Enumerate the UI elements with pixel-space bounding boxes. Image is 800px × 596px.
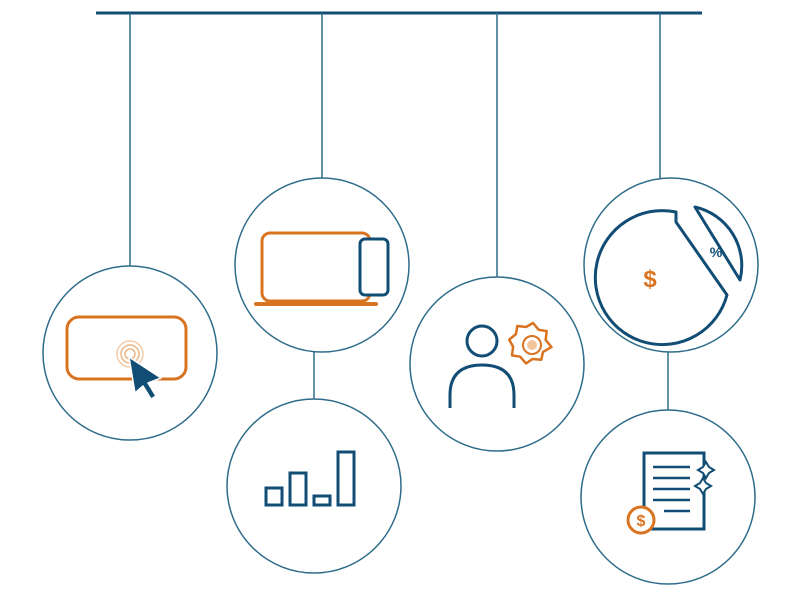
user-gear-icon bbox=[448, 321, 553, 408]
node-laptop-circle bbox=[234, 177, 410, 353]
coin-icon bbox=[626, 505, 656, 535]
pie-percent-slice bbox=[693, 205, 744, 282]
pie-percent-label: % bbox=[710, 244, 723, 260]
hanging-strings bbox=[129, 13, 669, 410]
node-bars-circle bbox=[226, 398, 402, 574]
coin-dollar-label: $ bbox=[637, 513, 646, 530]
node-circles bbox=[42, 177, 759, 585]
pie-dollar-label: $ bbox=[643, 266, 657, 293]
node-user-circle bbox=[409, 276, 585, 452]
bar-chart-icon bbox=[264, 450, 356, 507]
pie-chart-icon: $ % bbox=[593, 205, 744, 347]
user-head bbox=[465, 324, 499, 358]
laptop-phone-icon bbox=[254, 231, 390, 306]
user-body bbox=[448, 363, 516, 408]
invoice-icon: $ bbox=[626, 451, 716, 535]
sparkle-icon bbox=[696, 460, 716, 480]
cursor-click-icon bbox=[65, 315, 188, 400]
node-click-circle bbox=[42, 265, 218, 441]
sparkle-icon bbox=[693, 476, 713, 496]
pie-main-slice bbox=[593, 209, 729, 347]
